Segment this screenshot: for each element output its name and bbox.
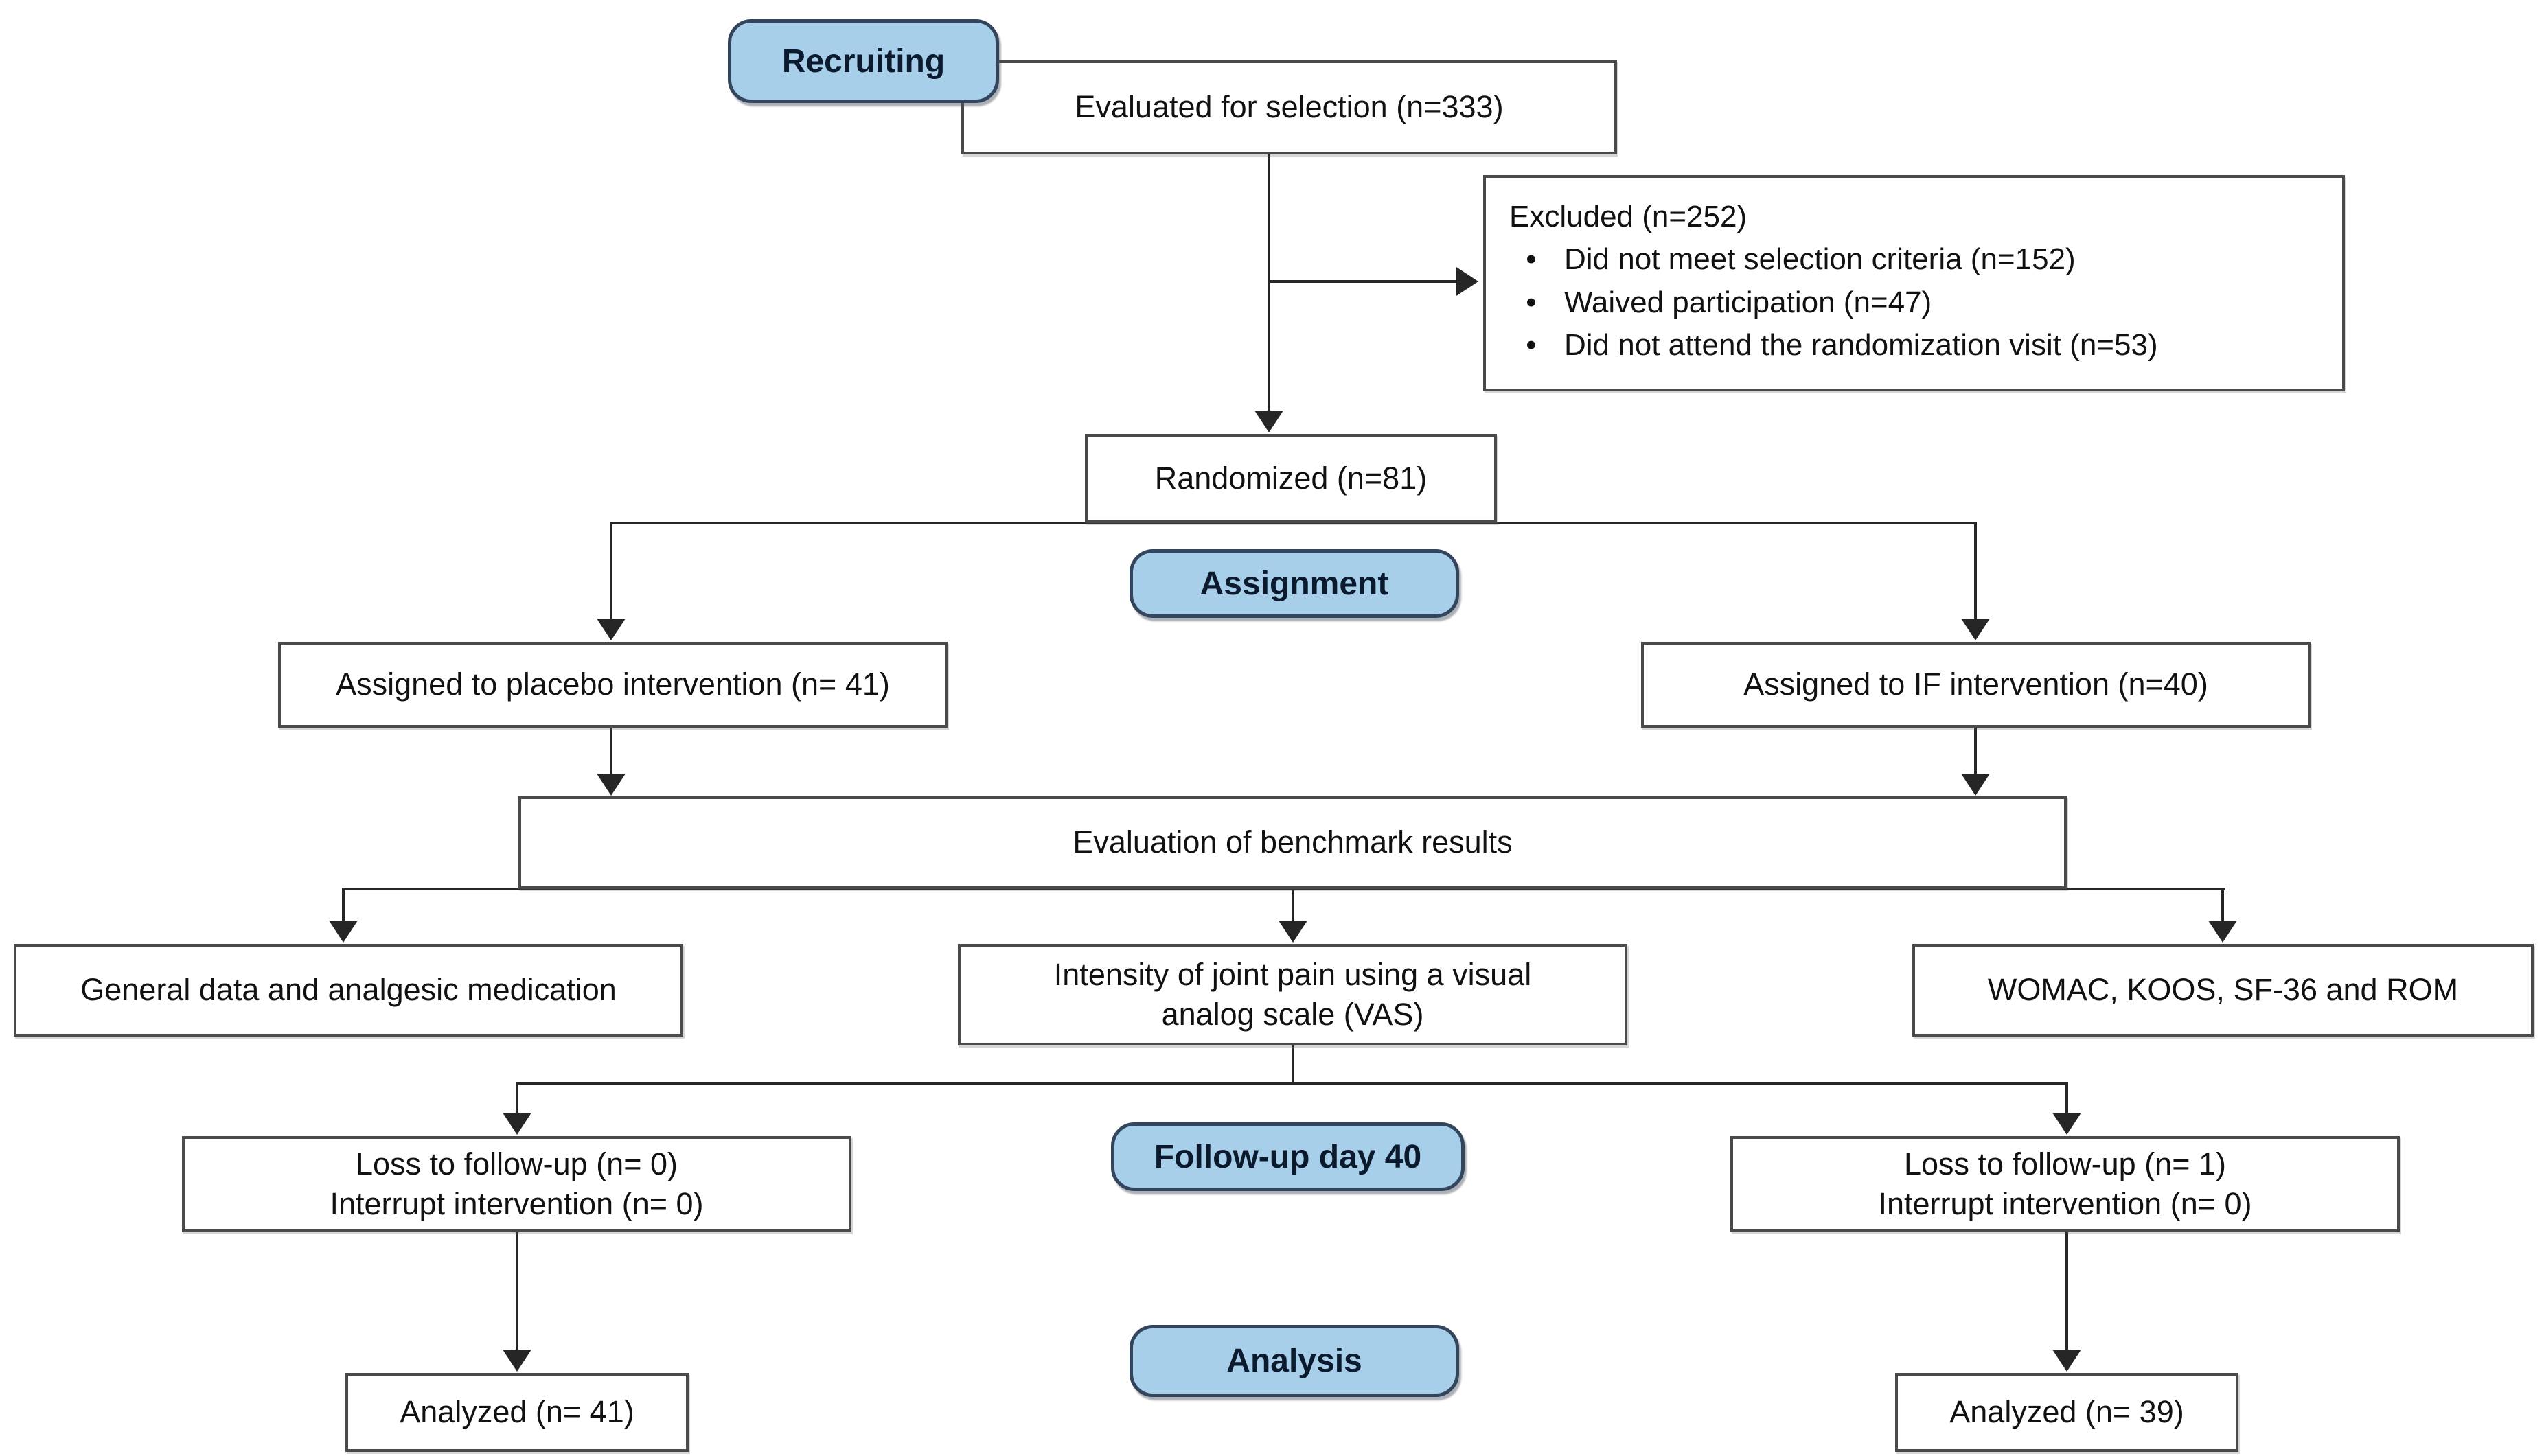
bullet-marker-icon: •: [1526, 328, 1537, 362]
box-analyzed-placebo: Analyzed (n= 41): [345, 1373, 689, 1452]
flow-connector: [1269, 280, 1458, 283]
box-label: Randomized (n=81): [1154, 460, 1428, 496]
flow-connector: [610, 728, 612, 776]
excluded-item-text: Waived participation (n=47): [1564, 285, 1932, 319]
flow-connector: [516, 1082, 518, 1113]
arrowhead-down-icon: [2208, 921, 2237, 943]
flow-connector: [2065, 1232, 2068, 1350]
flow-connector: [1268, 154, 1270, 412]
bullet-marker-icon: •: [1526, 285, 1537, 319]
flow-connector: [1292, 888, 1294, 922]
excluded-bullet-item: • Waived participation (n=47): [1509, 281, 1932, 324]
excluded-bullet-item: • Did not attend the randomization visit…: [1509, 324, 2158, 367]
arrowhead-down-icon: [1279, 921, 1307, 943]
box-label: Evaluated for selection (n=333): [1075, 89, 1504, 125]
arrowhead-down-icon: [503, 1350, 531, 1372]
arrowhead-down-icon: [597, 619, 626, 640]
flow-connector: [610, 522, 612, 619]
stage-label: Recruiting: [781, 43, 946, 80]
box-label-line2: analog scale (VAS): [1161, 997, 1424, 1032]
flow-connector: [1974, 522, 1977, 619]
box-label: Assigned to placebo intervention (n= 41): [336, 667, 890, 702]
arrowhead-down-icon: [2052, 1350, 2081, 1372]
excluded-bullet-item: • Did not meet selection criteria (n=152…: [1509, 238, 2076, 281]
stage-badge-analysis: Analysis: [1130, 1325, 1459, 1397]
bullet-marker-icon: •: [1526, 242, 1537, 277]
arrowhead-down-icon: [597, 774, 626, 796]
stage-label: Assignment: [1200, 565, 1389, 602]
box-analyzed-if: Analyzed (n= 39): [1895, 1373, 2238, 1452]
box-label: WOMAC, KOOS, SF-36 and ROM: [1987, 972, 2459, 1008]
box-randomized: Randomized (n=81): [1085, 434, 1497, 523]
box-loss-if: Loss to follow-up (n= 1) Interrupt inter…: [1730, 1136, 2400, 1232]
excluded-title: Excluded (n=252): [1509, 200, 1747, 233]
box-outcome-womac: WOMAC, KOOS, SF-36 and ROM: [1912, 944, 2534, 1037]
stage-badge-assignment: Assignment: [1130, 549, 1459, 618]
box-label-line1: Loss to follow-up (n= 0): [356, 1146, 678, 1181]
box-label-line1: Loss to follow-up (n= 1): [1904, 1146, 2226, 1181]
flow-connector: [1974, 728, 1977, 776]
box-label: Analyzed (n= 39): [1949, 1394, 2184, 1430]
flow-connector: [2065, 1082, 2068, 1113]
arrowhead-down-icon: [1961, 774, 1990, 796]
arrowhead-down-icon: [2052, 1113, 2081, 1135]
arrowhead-down-icon: [1254, 411, 1283, 432]
box-excluded: Excluded (n=252) • Did not meet selectio…: [1483, 175, 2345, 391]
box-label-line1: Intensity of joint pain using a visual: [1053, 956, 1532, 992]
flow-connector: [610, 522, 1977, 524]
box-benchmark: Evaluation of benchmark results: [518, 796, 2067, 889]
box-outcome-vas: Intensity of joint pain using a visual a…: [958, 944, 1627, 1045]
excluded-item-text: Did not meet selection criteria (n=152): [1564, 242, 2076, 277]
stage-badge-recruiting: Recruiting: [728, 19, 999, 103]
stage-label: Analysis: [1226, 1343, 1362, 1379]
box-outcome-general: General data and analgesic medication: [14, 944, 683, 1037]
arrowhead-down-icon: [329, 921, 358, 943]
box-label: General data and analgesic medication: [80, 972, 617, 1008]
flow-connector: [2221, 888, 2224, 922]
box-assigned-if: Assigned to IF intervention (n=40): [1641, 642, 2311, 728]
arrowhead-down-icon: [503, 1113, 531, 1135]
flow-connector: [343, 888, 2225, 890]
box-label-line2: Interrupt intervention (n= 0): [1878, 1186, 2252, 1221]
arrowhead-right-icon: [1456, 267, 1478, 296]
stage-label: Follow-up day 40: [1154, 1138, 1422, 1175]
box-loss-placebo: Loss to follow-up (n= 0) Interrupt inter…: [182, 1136, 851, 1232]
stage-badge-followup: Follow-up day 40: [1111, 1122, 1465, 1191]
flow-connector: [342, 888, 345, 922]
box-label: Assigned to IF intervention (n=40): [1743, 667, 2208, 702]
box-label: Analyzed (n= 41): [400, 1394, 634, 1430]
excluded-item-text: Did not attend the randomization visit (…: [1564, 328, 2158, 362]
box-label-line2: Interrupt intervention (n= 0): [330, 1186, 704, 1221]
box-assigned-placebo: Assigned to placebo intervention (n= 41): [278, 642, 948, 728]
flow-connector: [1292, 1045, 1294, 1085]
arrowhead-down-icon: [1961, 619, 1990, 640]
flow-connector: [517, 1082, 2068, 1085]
box-label: Evaluation of benchmark results: [1073, 824, 1513, 860]
box-evaluated: Evaluated for selection (n=333): [961, 60, 1617, 154]
flow-connector: [516, 1232, 518, 1350]
